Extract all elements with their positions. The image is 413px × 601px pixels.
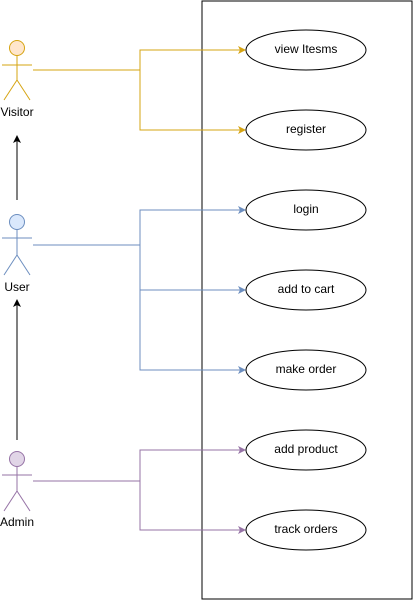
use-case-make-order-label: make order	[276, 362, 337, 376]
actor-visitor[interactable]	[2, 40, 32, 101]
actor-admin-head	[9, 451, 25, 467]
assoc-user-make-order	[33, 244, 246, 374]
assoc-visitor-register	[33, 69, 246, 134]
actor-admin[interactable]	[2, 451, 32, 512]
use-case-login-label: login	[293, 202, 318, 216]
actor-visitor-head	[9, 40, 25, 56]
actor-user-label: User	[4, 280, 29, 294]
use-case-view-items-label: view Itesms	[275, 42, 338, 56]
use-case-register[interactable]: register	[245, 109, 367, 151]
use-case-add-product-label: add product	[274, 442, 338, 456]
actor-user-head	[9, 214, 25, 230]
assoc-admin-track-orders	[33, 480, 246, 534]
use-case-login[interactable]: login	[245, 189, 367, 231]
actor-visitor-label: Visitor	[0, 105, 33, 119]
associations	[33, 46, 246, 534]
use-case-track-orders[interactable]: track orders	[245, 509, 367, 551]
actor-user[interactable]	[2, 214, 32, 276]
use-case-add-to-cart[interactable]: add to cart	[245, 269, 367, 311]
use-case-view-items[interactable]: view Itesms	[245, 29, 367, 71]
use-case-add-product[interactable]: add product	[245, 429, 367, 471]
use-case-track-orders-label: track orders	[274, 522, 337, 536]
use-case-register-label: register	[286, 122, 326, 136]
use-case-make-order[interactable]: make order	[245, 349, 367, 391]
actor-admin-label: Admin	[0, 515, 34, 529]
use-case-add-to-cart-label: add to cart	[278, 282, 335, 296]
